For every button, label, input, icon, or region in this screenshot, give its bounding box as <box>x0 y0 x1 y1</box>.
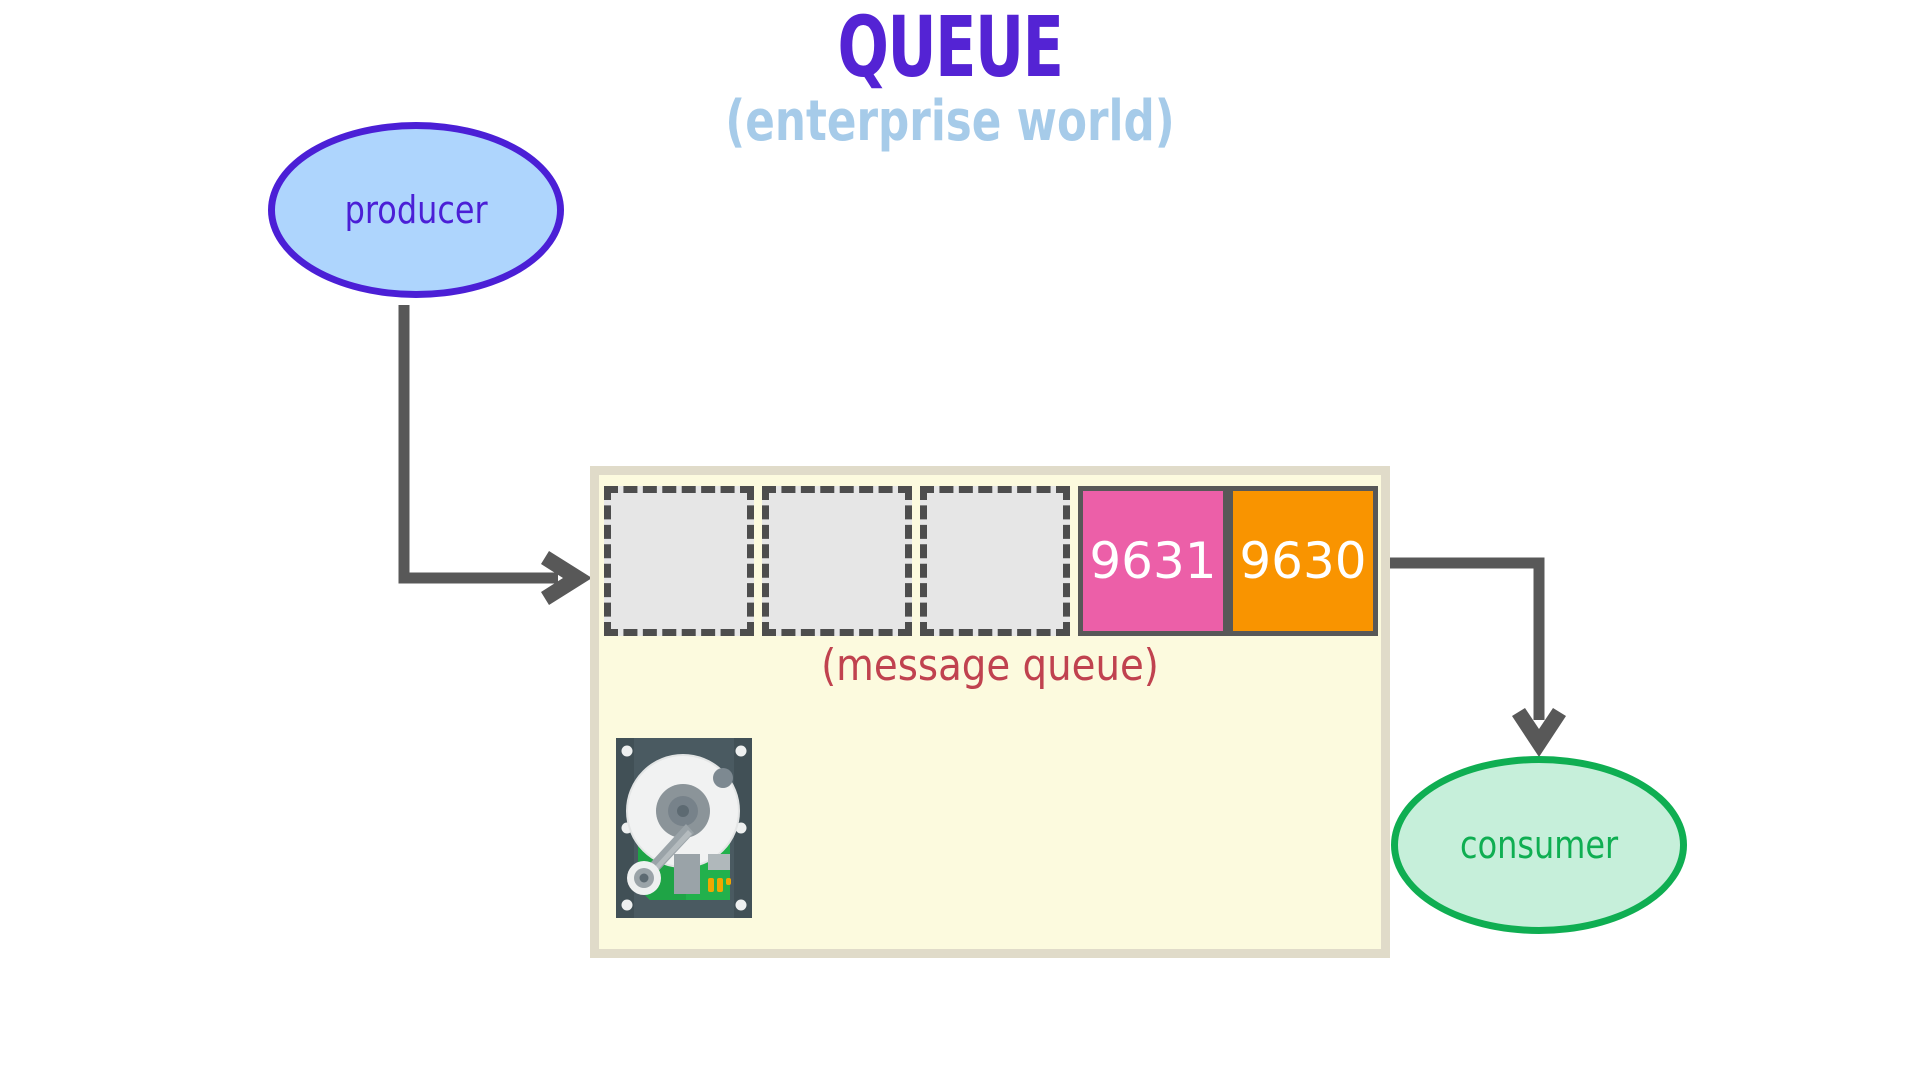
page-title: QUEUE <box>837 0 1064 96</box>
hard-disk-icon <box>616 738 752 918</box>
consumer-node[interactable]: consumer <box>1391 756 1687 934</box>
queue-cell-2[interactable] <box>920 486 1070 636</box>
consumer-label: consumer <box>1459 823 1619 867</box>
arrow-producer-to-queue <box>398 305 592 605</box>
queue-cell-value: 9631 <box>1089 532 1217 590</box>
queue-cell-row: 9631 9630 <box>604 486 1378 636</box>
queue-cell-3[interactable]: 9631 <box>1078 486 1228 636</box>
queue-cell-0[interactable] <box>604 486 754 636</box>
page-subtitle: (enterprise world) <box>725 89 1175 155</box>
producer-label: producer <box>344 188 488 232</box>
producer-node[interactable]: producer <box>268 122 564 298</box>
queue-cell-1[interactable] <box>762 486 912 636</box>
arrow-queue-to-consumer <box>1390 557 1566 757</box>
queue-cell-value: 9630 <box>1239 532 1367 590</box>
title-block: QUEUE (enterprise world) <box>620 0 1280 155</box>
message-queue-caption: (message queue) <box>821 640 1159 691</box>
queue-cell-4[interactable]: 9630 <box>1228 486 1378 636</box>
